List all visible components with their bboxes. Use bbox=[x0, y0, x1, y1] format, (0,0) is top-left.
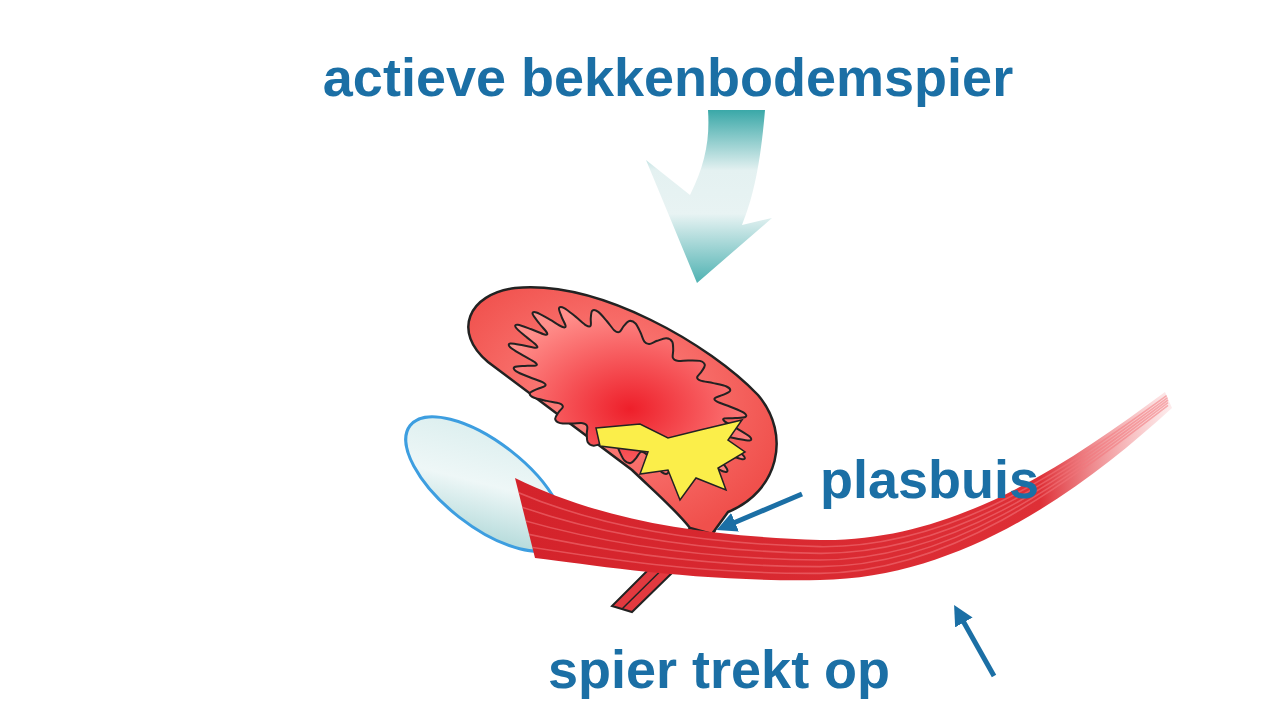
callout-label: spier trekt op bbox=[548, 642, 890, 696]
muscle-fibre bbox=[515, 397, 1168, 553]
muscle-fibre bbox=[515, 400, 1168, 560]
urethra-pointer bbox=[724, 494, 802, 527]
muscle-fibres bbox=[515, 395, 1168, 574]
urine bbox=[596, 420, 745, 500]
force-arrow bbox=[646, 110, 772, 283]
muscle-pointer bbox=[958, 612, 994, 676]
callout-label: plasbuis bbox=[820, 452, 1039, 506]
title: actieve bekkenbodemspier bbox=[323, 50, 1013, 104]
muscle-fibre bbox=[515, 403, 1168, 567]
muscle-fibre bbox=[515, 405, 1168, 573]
bladder bbox=[468, 287, 776, 534]
pelvic-floor-muscle bbox=[515, 392, 1172, 580]
